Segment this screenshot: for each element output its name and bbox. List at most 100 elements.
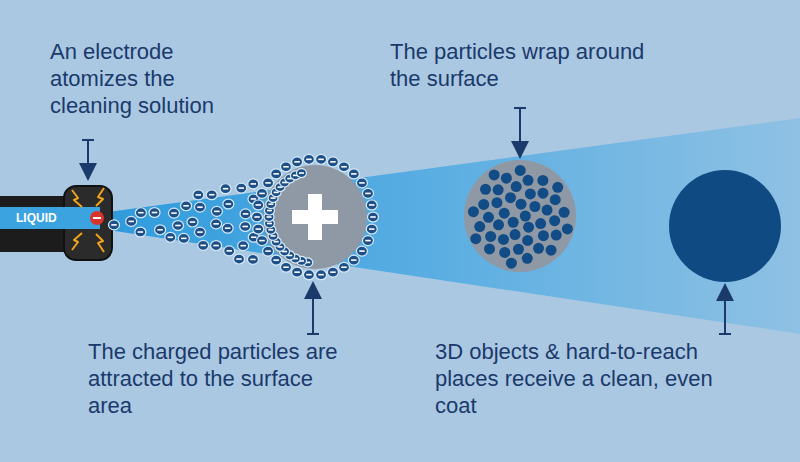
charged-particle bbox=[281, 262, 292, 272]
coating-dot bbox=[549, 215, 560, 226]
charged-particle bbox=[233, 254, 244, 264]
wrapped-object bbox=[464, 160, 576, 272]
label: LIQUID bbox=[16, 210, 57, 226]
minus-sign bbox=[341, 166, 347, 168]
particle-body bbox=[348, 169, 359, 179]
particle-body bbox=[362, 236, 373, 246]
particle-body bbox=[248, 179, 259, 189]
coating-dot bbox=[474, 221, 485, 232]
label: The particles wrap around the surface bbox=[390, 38, 645, 92]
particle-body bbox=[316, 154, 327, 164]
charged-particle bbox=[327, 157, 338, 167]
charged-particle bbox=[362, 236, 373, 246]
minus-sign bbox=[168, 236, 174, 238]
particle-body bbox=[109, 220, 120, 230]
particle-body bbox=[135, 227, 146, 237]
coating-dot bbox=[485, 231, 496, 242]
particle-body bbox=[366, 200, 377, 210]
coating-dot bbox=[508, 217, 519, 228]
charged-particle bbox=[292, 267, 303, 277]
coating-dot bbox=[552, 182, 563, 193]
charged-particle bbox=[126, 216, 137, 226]
particle-body bbox=[126, 216, 137, 226]
charged-particle bbox=[248, 179, 259, 189]
charged-particle bbox=[316, 270, 327, 280]
particle-body bbox=[211, 219, 222, 229]
charged-particle bbox=[339, 162, 350, 172]
spark bbox=[96, 234, 104, 252]
coating-dot bbox=[550, 194, 561, 205]
particle-body bbox=[194, 227, 205, 237]
coating-dot bbox=[498, 234, 509, 245]
minus-sign bbox=[365, 193, 371, 195]
particle-body bbox=[193, 190, 204, 200]
charged-particle bbox=[327, 267, 338, 277]
plus-sign bbox=[292, 210, 338, 224]
particle-body bbox=[223, 199, 234, 209]
coating-dot bbox=[491, 197, 502, 208]
charged-particle bbox=[220, 184, 231, 194]
coating-dot bbox=[499, 247, 510, 258]
particle-body bbox=[236, 183, 247, 193]
charged-particle bbox=[366, 200, 377, 210]
coating-dot bbox=[525, 188, 536, 199]
coating-dot bbox=[511, 181, 522, 192]
charged-particle bbox=[223, 199, 234, 209]
particle-body bbox=[168, 208, 179, 218]
particle-body bbox=[368, 212, 379, 222]
particle-body bbox=[222, 223, 233, 233]
coating-dot bbox=[493, 219, 504, 230]
coating-dot bbox=[468, 206, 479, 217]
coating-dot bbox=[523, 175, 534, 186]
particle-body bbox=[327, 267, 338, 277]
minus-sign bbox=[306, 159, 312, 161]
minus-sign bbox=[318, 274, 324, 276]
minus-sign bbox=[250, 259, 256, 261]
wrapping-particles bbox=[468, 165, 573, 269]
coating-dot bbox=[506, 258, 517, 269]
channel-label: LIQUID bbox=[16, 210, 57, 226]
minus-sign bbox=[370, 216, 376, 218]
minus-sign bbox=[197, 231, 203, 233]
coating-dot bbox=[501, 173, 512, 184]
attracting-surface bbox=[263, 165, 367, 269]
minus-sign bbox=[369, 204, 375, 206]
spray-cone bbox=[108, 118, 800, 334]
electrode bbox=[90, 211, 104, 225]
particle-body bbox=[281, 262, 292, 272]
minus-sign bbox=[138, 212, 144, 214]
minus-sign bbox=[175, 225, 181, 227]
coating-dot bbox=[522, 235, 533, 246]
charged-particle bbox=[236, 183, 247, 193]
minus-sign bbox=[271, 235, 276, 237]
minus-sign bbox=[111, 224, 117, 226]
coating-dot bbox=[537, 175, 548, 186]
label: An electrode atomizes the cleaning solut… bbox=[50, 38, 255, 119]
particle-body bbox=[327, 157, 338, 167]
charged-particle bbox=[271, 169, 282, 179]
minus-sign bbox=[243, 213, 249, 215]
grounded-object bbox=[263, 165, 367, 269]
particle-body bbox=[135, 208, 146, 218]
minus-sign bbox=[271, 197, 276, 199]
coating-dot bbox=[537, 188, 548, 199]
particle-body bbox=[224, 246, 235, 256]
minus-sign bbox=[213, 223, 219, 225]
minus-sign bbox=[152, 212, 158, 214]
coating-dot bbox=[523, 222, 534, 233]
coating-dot bbox=[470, 233, 481, 244]
leader-line bbox=[87, 140, 89, 172]
particle-body bbox=[271, 255, 282, 265]
charged-particle bbox=[348, 255, 359, 265]
minus-sign bbox=[226, 203, 232, 205]
coating-dot bbox=[533, 243, 544, 254]
minus-sign bbox=[274, 241, 279, 243]
charged-particle bbox=[316, 154, 327, 164]
particle-body bbox=[356, 246, 367, 256]
minus-sign bbox=[267, 216, 272, 218]
minus-sign bbox=[256, 228, 261, 230]
minus-sign bbox=[359, 250, 365, 252]
coating-dot bbox=[480, 184, 491, 195]
charged-particle bbox=[211, 206, 222, 216]
particle-body bbox=[281, 162, 292, 172]
